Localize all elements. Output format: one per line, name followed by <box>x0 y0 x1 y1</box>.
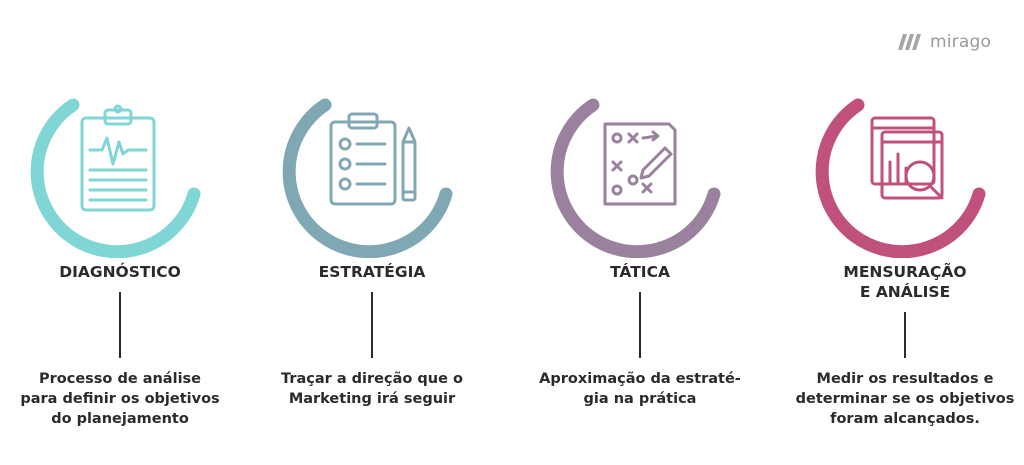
play-diagram-icon <box>603 122 677 206</box>
logo-mark-icon <box>898 34 921 50</box>
step-title: MENSURAÇÃO E ANÁLISE <box>843 263 967 301</box>
step-title: ESTRATÉGIA <box>318 263 426 281</box>
step-tatica: TÁTICA Aproximação da estraté- gia na pr… <box>520 0 760 465</box>
brand-logo: mirago <box>896 30 996 54</box>
clipboard-heartbeat-icon <box>80 104 156 212</box>
connector-line <box>904 312 906 358</box>
connector-line <box>639 292 641 358</box>
step-title: TÁTICA <box>610 263 670 281</box>
step-ring <box>547 72 733 259</box>
step-description: Processo de análise para definir os obje… <box>20 371 220 427</box>
step-estrategia: ESTRATÉGIA Traçar a direção que o Market… <box>252 0 492 465</box>
step-ring <box>812 72 998 259</box>
analytics-magnifier-icon <box>870 116 944 200</box>
step-mensuracao: MENSURAÇÃO E ANÁLISE Medir os resultados… <box>785 0 1024 465</box>
connector-line <box>119 292 121 358</box>
step-description: Aproximação da estraté- gia na prática <box>539 371 741 407</box>
step-description: Medir os resultados e determinar se os o… <box>795 371 1015 427</box>
step-ring <box>27 72 213 259</box>
step-description: Traçar a direção que o Marketing irá seg… <box>281 371 463 407</box>
step-ring <box>279 72 465 259</box>
checklist-pencil-icon <box>329 112 417 206</box>
connector-line <box>371 292 373 358</box>
step-diagnostico: DIAGNÓSTICO Processo de análise para def… <box>0 0 240 465</box>
brand-name: mirago <box>930 32 992 52</box>
step-title: DIAGNÓSTICO <box>59 263 181 281</box>
